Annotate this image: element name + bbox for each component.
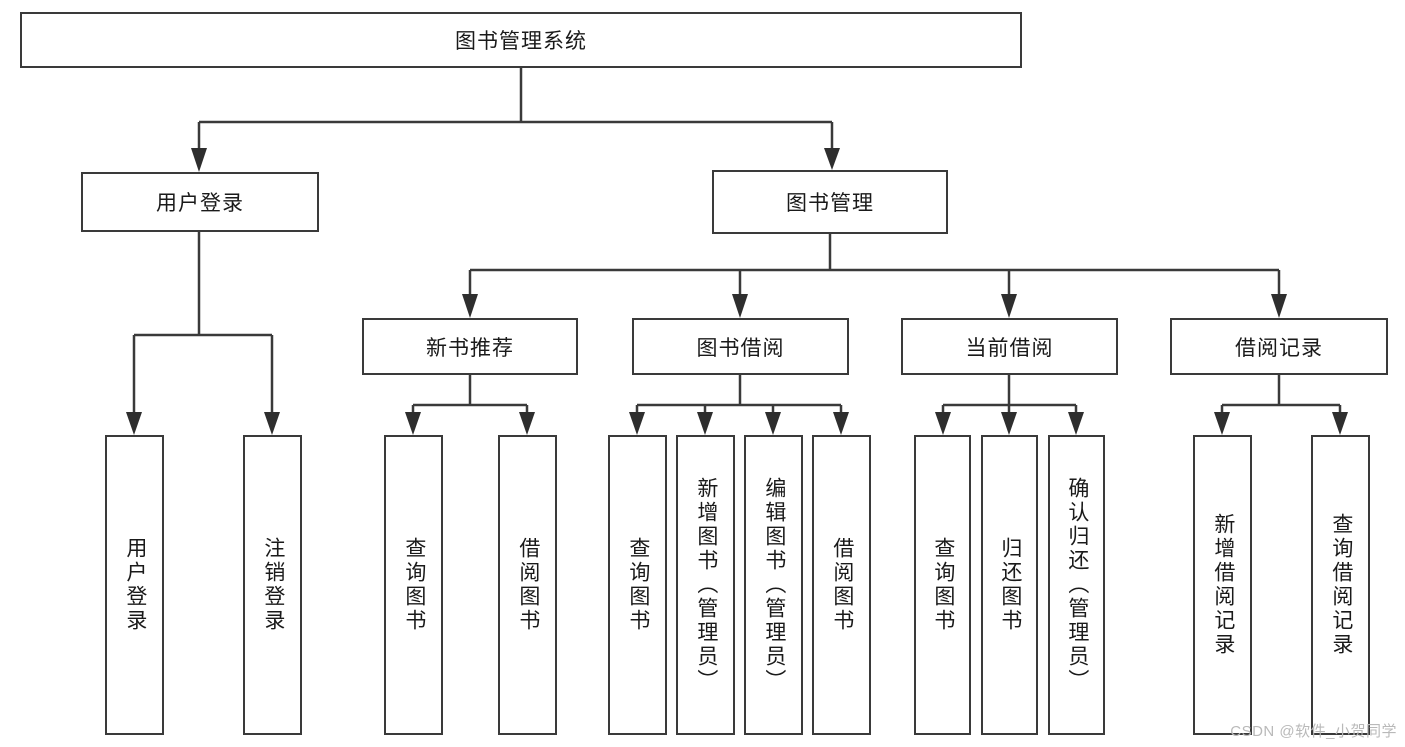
node-root-book-management-system[interactable]: 图书管理系统 xyxy=(20,12,1022,68)
node-label: 借阅图书 xyxy=(516,537,540,633)
watermark: CSDN @软件_小贺同学 xyxy=(1230,723,1397,740)
leaf-add-borrow-record[interactable]: 新增借阅记录 xyxy=(1193,435,1252,735)
node-book-management[interactable]: 图书管理 xyxy=(712,170,948,234)
node-new-book-recommend[interactable]: 新书推荐 xyxy=(362,318,578,375)
node-label: 图书借阅 xyxy=(696,336,785,360)
leaf-add-book-admin[interactable]: 新增图书（管理员） xyxy=(676,435,735,735)
leaf-query-book-recommend[interactable]: 查询图书 xyxy=(384,435,443,735)
node-label: 用户登录 xyxy=(156,192,244,215)
node-label: 查询图书 xyxy=(402,537,426,633)
leaf-query-borrow-record[interactable]: 查询借阅记录 xyxy=(1311,435,1370,735)
node-borrow-record[interactable]: 借阅记录 xyxy=(1170,318,1388,375)
node-label: 新增借阅记录 xyxy=(1211,513,1235,657)
node-book-borrow[interactable]: 图书借阅 xyxy=(632,318,849,375)
node-label: 注销登录 xyxy=(261,537,285,633)
node-label: 图书管理系统 xyxy=(455,30,587,53)
leaf-edit-book-admin[interactable]: 编辑图书（管理员） xyxy=(744,435,803,735)
node-current-borrow[interactable]: 当前借阅 xyxy=(901,318,1118,375)
node-label: 用户登录 xyxy=(123,537,147,633)
node-label: 确认归还（管理员） xyxy=(1065,477,1089,693)
leaf-borrow-book[interactable]: 借阅图书 xyxy=(812,435,871,735)
node-label: 当前借阅 xyxy=(965,336,1054,360)
leaf-confirm-return-admin[interactable]: 确认归还（管理员） xyxy=(1048,435,1105,735)
node-label: 图书管理 xyxy=(786,192,874,215)
node-label: 借阅图书 xyxy=(830,537,854,633)
leaf-user-login[interactable]: 用户登录 xyxy=(105,435,164,735)
leaf-query-book-current[interactable]: 查询图书 xyxy=(914,435,971,735)
node-label: 新增图书（管理员） xyxy=(694,477,718,693)
node-user-login[interactable]: 用户登录 xyxy=(81,172,319,232)
node-label: 查询图书 xyxy=(626,537,650,633)
node-label: 新书推荐 xyxy=(426,336,514,360)
node-label: 归还图书 xyxy=(998,537,1022,633)
node-label: 查询借阅记录 xyxy=(1329,513,1353,657)
node-label: 编辑图书（管理员） xyxy=(762,477,786,693)
leaf-return-book[interactable]: 归还图书 xyxy=(981,435,1038,735)
leaf-logout[interactable]: 注销登录 xyxy=(243,435,302,735)
node-label: 借阅记录 xyxy=(1235,336,1323,360)
leaf-query-book-borrow[interactable]: 查询图书 xyxy=(608,435,667,735)
leaf-borrow-book-recommend[interactable]: 借阅图书 xyxy=(498,435,557,735)
node-label: 查询图书 xyxy=(931,537,955,633)
